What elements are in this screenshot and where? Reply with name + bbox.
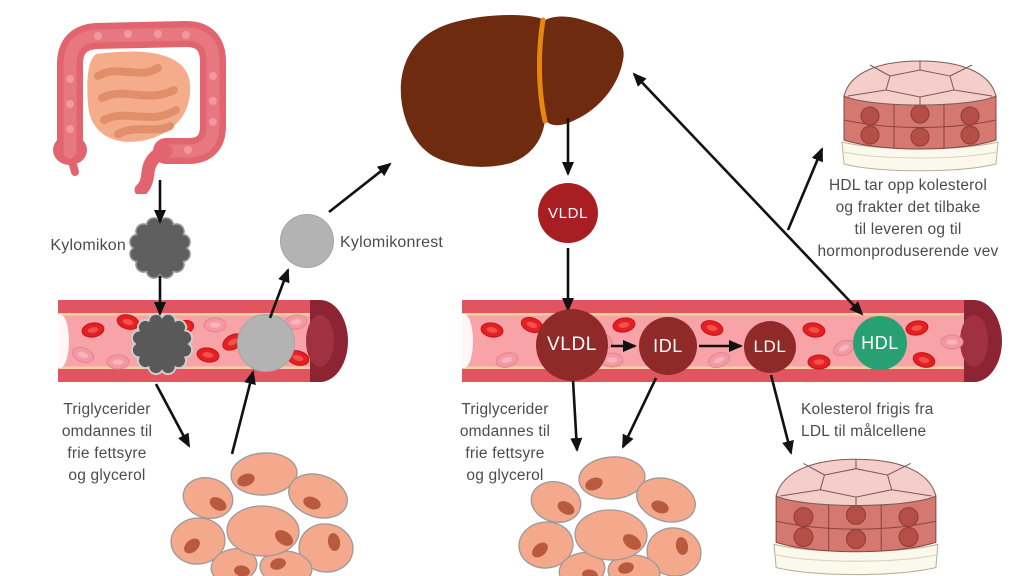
- arrow-vessel-to-fat-left: [154, 383, 191, 448]
- hdl-particle: HDL: [853, 316, 907, 370]
- kylomikon-label: Kylomikon: [50, 237, 126, 254]
- vldl-label: VLDL: [547, 334, 597, 355]
- intestine-illustration: [53, 21, 226, 194]
- idl-label: IDL: [653, 335, 683, 356]
- ldl-label: LDL: [753, 337, 787, 356]
- triglycerides-note-left: Triglycerider omdannes til frie fettsyre…: [61, 401, 153, 484]
- vldl-particle-in-vessel: VLDL: [536, 309, 608, 381]
- arrow-hdl-to-liver: [632, 72, 864, 316]
- liver-illustration: [400, 14, 624, 167]
- ldl-particle: LDL: [744, 321, 796, 373]
- kylomikonrest-particle-in-vessel: [237, 314, 295, 372]
- vldl-particle-top: VLDL: [538, 183, 598, 243]
- idl-particle: IDL: [639, 317, 697, 375]
- arrow-idl-to-fat-middle: [621, 377, 658, 449]
- arrow-fat-to-vessel-left: [230, 370, 256, 455]
- arrow-ldl-to-target-tissue: [769, 374, 794, 455]
- vldl-top-label: VLDL: [548, 204, 588, 222]
- hdl-label: HDL: [861, 332, 899, 353]
- hdl-note: HDL tar opp kolesterol og frakter det ti…: [817, 177, 999, 260]
- arrow-kylomikonrest-to-liver: [328, 162, 392, 214]
- arrow-hdl-to-hormone-tissue: [786, 147, 824, 231]
- arrow-vessel-to-kylomikonrest: [268, 268, 290, 319]
- triglycerides-note-middle: Triglycerider omdannes til frie fettsyre…: [459, 401, 551, 484]
- arrow-vldl-to-fat-middle: [570, 379, 583, 452]
- ldl-note: Kolesterol frigis fra LDL til målcellene: [801, 401, 934, 440]
- kylomikonrest-particle: [280, 214, 334, 268]
- kylomikonrest-label: Kylomikonrest: [340, 234, 444, 251]
